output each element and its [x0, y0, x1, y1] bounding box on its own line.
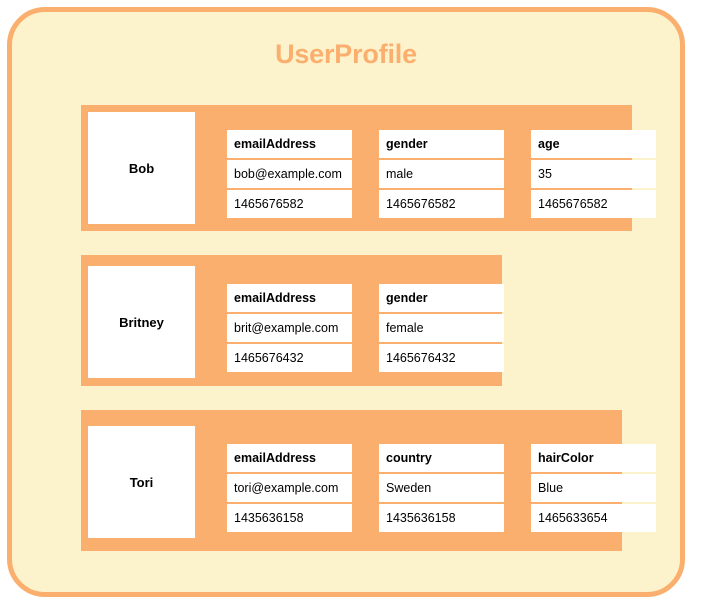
- field-value-cell: tori@example.com: [227, 474, 352, 502]
- document-name-label: Bob: [128, 160, 155, 176]
- field-timestamp-text: 1465676432: [234, 351, 304, 365]
- field-key-cell: emailAddress: [227, 444, 352, 472]
- field-timestamp-text: 1465676582: [386, 197, 456, 211]
- field-timestamp-cell: 1435636158: [379, 504, 504, 532]
- field-value-text: female: [386, 321, 424, 335]
- field-value-cell: bob@example.com: [227, 160, 352, 188]
- field-timestamp-cell: 1465676432: [379, 344, 504, 372]
- field-key-text: emailAddress: [234, 451, 316, 465]
- field-value-cell: Blue: [531, 474, 656, 502]
- field-key-text: emailAddress: [234, 291, 316, 305]
- field-key-text: gender: [386, 291, 428, 305]
- field-key-cell: gender: [379, 284, 504, 312]
- field-column: country Sweden 1435636158: [379, 444, 504, 532]
- field-value-cell: brit@example.com: [227, 314, 352, 342]
- field-timestamp-cell: 1465633654: [531, 504, 656, 532]
- field-timestamp-text: 1465676582: [538, 197, 608, 211]
- document-name-label: Britney: [119, 314, 164, 330]
- field-value-text: Sweden: [386, 481, 432, 495]
- document-fields: emailAddress brit@example.com 1465676432…: [227, 284, 504, 372]
- document-row[interactable]: Bob emailAddress bob@example.com 1465676…: [81, 105, 656, 231]
- document-name-box: Britney: [88, 266, 195, 378]
- field-timestamp-text: 1435636158: [386, 511, 456, 525]
- field-timestamp-cell: 1465676432: [227, 344, 352, 372]
- document-row[interactable]: Britney emailAddress brit@example.com 14…: [81, 255, 504, 386]
- document-name-label: Tori: [129, 474, 154, 490]
- field-value-cell: female: [379, 314, 504, 342]
- field-timestamp-cell: 1465676582: [379, 190, 504, 218]
- field-value-cell: Sweden: [379, 474, 504, 502]
- field-timestamp-text: 1465676432: [386, 351, 456, 365]
- field-value-text: 35: [538, 167, 552, 181]
- field-key-text: gender: [386, 137, 428, 151]
- field-timestamp-text: 1465676582: [234, 197, 304, 211]
- field-value-cell: male: [379, 160, 504, 188]
- field-value-text: brit@example.com: [234, 321, 339, 335]
- field-timestamp-text: 1435636158: [234, 511, 304, 525]
- field-column: hairColor Blue 1465633654: [531, 444, 656, 532]
- field-column: gender male 1465676582: [379, 130, 504, 218]
- document-name-box: Bob: [88, 112, 195, 224]
- document-fields: emailAddress tori@example.com 1435636158…: [227, 444, 656, 532]
- document-name-box: Tori: [88, 426, 195, 538]
- field-column: emailAddress tori@example.com 1435636158: [227, 444, 352, 532]
- field-value-cell: 35: [531, 160, 656, 188]
- field-value-text: tori@example.com: [234, 481, 339, 495]
- field-key-text: age: [538, 137, 560, 151]
- collection-container: UserProfile Bob emailAddress bob@example…: [7, 7, 685, 597]
- field-column: age 35 1465676582: [531, 130, 656, 218]
- collection-title: UserProfile: [275, 39, 417, 69]
- field-key-cell: age: [531, 130, 656, 158]
- field-key-cell: gender: [379, 130, 504, 158]
- field-value-text: male: [386, 167, 414, 181]
- field-key-text: hairColor: [538, 451, 594, 465]
- field-key-cell: emailAddress: [227, 130, 352, 158]
- field-column: emailAddress brit@example.com 1465676432: [227, 284, 352, 372]
- field-key-cell: hairColor: [531, 444, 656, 472]
- field-column: emailAddress bob@example.com 1465676582: [227, 130, 352, 218]
- document-row[interactable]: Tori emailAddress tori@example.com 14356…: [81, 410, 656, 551]
- field-key-text: emailAddress: [234, 137, 316, 151]
- field-key-text: country: [386, 451, 432, 465]
- document-fields: emailAddress bob@example.com 1465676582 …: [227, 130, 656, 218]
- field-key-cell: country: [379, 444, 504, 472]
- field-value-text: bob@example.com: [234, 167, 342, 181]
- field-timestamp-cell: 1465676582: [531, 190, 656, 218]
- field-timestamp-cell: 1435636158: [227, 504, 352, 532]
- field-key-cell: emailAddress: [227, 284, 352, 312]
- field-value-text: Blue: [538, 481, 564, 495]
- field-column: gender female 1465676432: [379, 284, 504, 372]
- field-timestamp-cell: 1465676582: [227, 190, 352, 218]
- field-timestamp-text: 1465633654: [538, 511, 608, 525]
